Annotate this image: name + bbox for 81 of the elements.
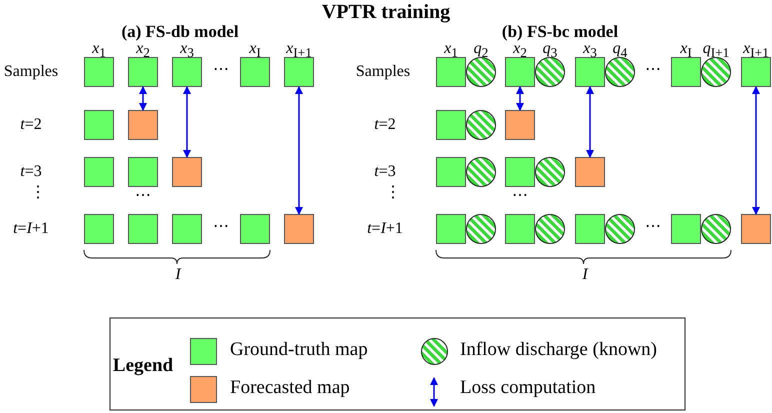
double-arrow — [586, 86, 594, 158]
forecasted-map-tile — [741, 214, 771, 244]
inflow-discharge-circle — [466, 214, 496, 244]
legend-label: Loss computation — [460, 377, 596, 399]
ground-truth-map-tile — [284, 57, 314, 87]
ground-truth-map-tile — [436, 57, 466, 87]
ground-truth-map-tile — [172, 214, 202, 244]
column-label: x$_{2}$ — [513, 40, 527, 62]
inflow-discharge-circle — [535, 214, 565, 244]
legend-heading: Legend — [112, 355, 174, 378]
double-arrow — [295, 86, 303, 215]
inflow-discharge-circle — [535, 57, 565, 87]
ground-truth-map-tile — [505, 157, 535, 187]
ground-truth-map-tile — [240, 214, 270, 244]
inflow-discharge-circle — [466, 110, 496, 140]
ellipsis: ⋮ — [30, 183, 46, 202]
inflow-discharge-circle — [466, 57, 496, 87]
inflow-discharge-circle — [466, 157, 496, 187]
row-label: t=2 — [374, 115, 396, 134]
ground-truth-map-tile — [575, 57, 605, 87]
ground-truth-map-tile — [671, 57, 701, 87]
ground-truth-map-tile — [671, 214, 701, 244]
ground-truth-map-tile — [436, 157, 466, 187]
column-label: x$_{I}$ — [680, 39, 692, 62]
column-label: x$_{I+1}$ — [286, 39, 312, 62]
ground-truth-map-tile — [505, 57, 535, 87]
ellipsis: ⋯ — [512, 186, 528, 206]
ground-truth-map-tile — [172, 57, 202, 87]
column-label: x$_{I}$ — [249, 39, 261, 62]
ground-truth-map-tile — [575, 214, 605, 244]
ground-truth-map-tile — [84, 57, 114, 87]
ground-truth-map-tile — [84, 214, 114, 244]
ground-truth-map-tile — [84, 110, 114, 140]
legend-label: Forecasted map — [230, 377, 350, 399]
ground-truth-map-tile — [128, 214, 158, 244]
forecasted-map-tile — [505, 110, 535, 140]
brace-label: I — [582, 265, 588, 284]
double-arrow — [183, 86, 191, 158]
ground-truth-map-tile — [505, 214, 535, 244]
inflow-discharge-circle — [605, 214, 635, 244]
ground-truth-map-tile — [436, 110, 466, 140]
ground-truth-map-tile — [741, 57, 771, 87]
inflow-discharge-circle — [701, 214, 731, 244]
column-label: q$_{I+1}$ — [702, 39, 730, 62]
row-label: t=3 — [20, 162, 42, 182]
ellipsis: ⋯ — [213, 217, 229, 236]
ground-truth-map-tile — [240, 57, 270, 87]
row-label: t=I+1 — [367, 219, 403, 238]
double-arrow — [139, 86, 147, 111]
inflow-discharge-circle — [605, 57, 635, 87]
ground-truth-map-tile — [84, 157, 114, 187]
forecasted-map-tile — [172, 157, 202, 187]
forecasted-map-tile — [284, 214, 314, 244]
ellipsis: ⋯ — [645, 60, 661, 80]
row-label: Samples — [356, 62, 410, 82]
forecasted-map-tile — [575, 157, 605, 187]
forecasted-map-tile — [128, 110, 158, 140]
ellipsis: ⋯ — [213, 60, 229, 80]
brace-label: I — [175, 265, 181, 284]
ground-truth-map-tile — [436, 214, 466, 244]
column-label: q$_{2}$ — [474, 39, 488, 62]
column-label: x$_{2}$ — [136, 40, 150, 62]
double-arrow — [516, 86, 524, 111]
ground-truth-map-tile — [128, 157, 158, 187]
row-label: t=2 — [20, 115, 42, 134]
legend-label: Ground-truth map — [230, 339, 368, 361]
inflow-discharge-circle — [701, 57, 731, 87]
double-arrow — [752, 86, 760, 215]
inflow-discharge-circle — [535, 157, 565, 187]
column-label: x$_{1}$ — [444, 39, 458, 62]
column-label: x$_{1}$ — [92, 39, 106, 62]
ellipsis: ⋯ — [645, 217, 661, 236]
ellipsis: ⋯ — [135, 186, 151, 206]
ellipsis: ⋮ — [385, 183, 401, 202]
diagram-title: VPTR training — [322, 0, 450, 24]
row-label: t=I+1 — [13, 219, 49, 238]
column-label: x$_{I+1}$ — [743, 39, 769, 62]
ground-truth-map-tile — [128, 57, 158, 87]
row-label: t=3 — [374, 162, 396, 182]
row-label: Samples — [4, 62, 58, 82]
legend-label: Inflow discharge (known) — [460, 339, 657, 361]
